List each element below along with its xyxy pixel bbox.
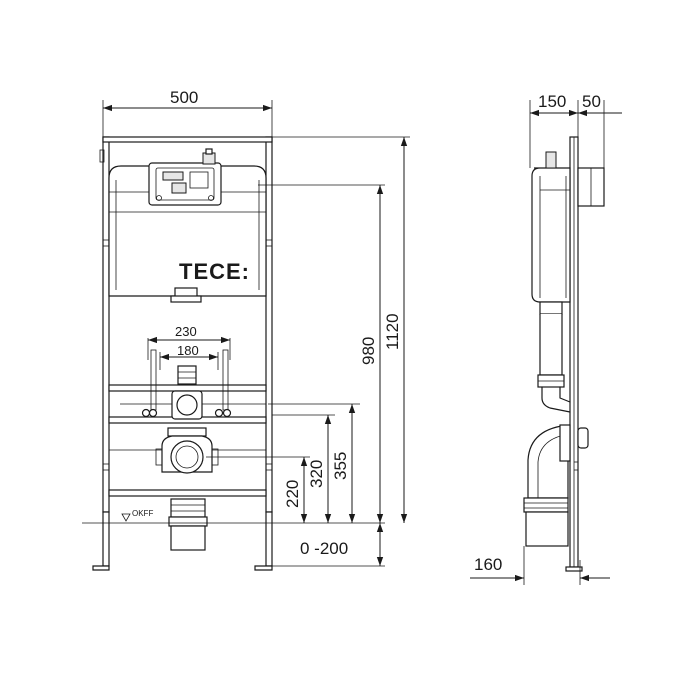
dim-flush-height: 980 <box>359 337 378 365</box>
cistern <box>108 148 267 303</box>
brand-logo: TECE: <box>179 259 250 284</box>
frame-legs <box>92 511 273 571</box>
front-view: TECE: <box>82 136 385 571</box>
front-dimensions: 500 230 180 1120 980 355 320 220 <box>102 88 410 567</box>
cistern-side <box>531 167 571 303</box>
flush-pipe <box>177 365 197 385</box>
dim-stud-outer: 230 <box>175 324 197 339</box>
dim-220: 220 <box>283 480 302 508</box>
dim-355: 355 <box>331 452 350 480</box>
wc-studs <box>141 349 232 418</box>
side-dimensions: 150 50 160 <box>470 92 622 585</box>
side-view <box>523 136 605 572</box>
drain-connection <box>155 427 219 474</box>
floor-marker <box>121 513 131 522</box>
drain-pipe <box>168 498 208 551</box>
floor-label: OKFF <box>132 509 153 518</box>
dim-320: 320 <box>307 460 326 488</box>
dim-panel-depth: 50 <box>582 92 601 111</box>
dim-stud-inner: 180 <box>177 343 199 358</box>
dim-width: 500 <box>170 88 198 107</box>
dim-total-height: 1120 <box>383 313 402 350</box>
dim-foot-adjust: 0 -200 <box>300 539 348 558</box>
dim-drain-depth: 160 <box>474 555 502 574</box>
flush-connection <box>171 390 203 420</box>
dim-frame-depth: 150 <box>538 92 566 111</box>
